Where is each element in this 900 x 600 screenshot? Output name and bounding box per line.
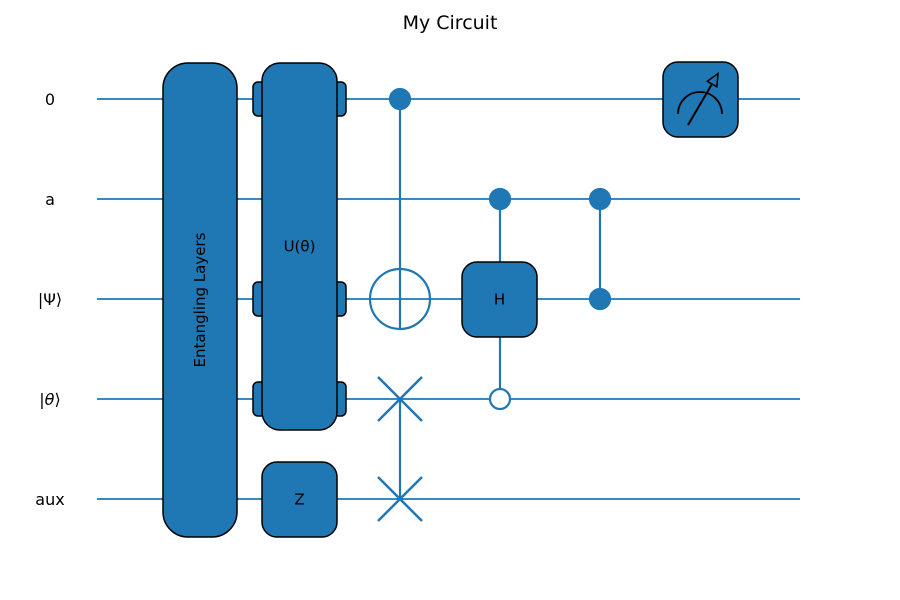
gate-label: Entangling Layers (191, 232, 209, 367)
wire-label-a: a (45, 190, 55, 209)
wire-label-psi: |Ψ⟩ (38, 290, 62, 309)
gate-cz (588, 187, 612, 311)
gate-label: Z (294, 491, 304, 509)
gate-controlled-h: H (461, 187, 538, 411)
control-dot (588, 287, 612, 311)
swap-cross (377, 476, 423, 522)
gate-label: U(θ) (284, 238, 316, 256)
wire-label-aux: aux (35, 490, 64, 509)
measure-body (662, 61, 739, 138)
swap-cross (377, 376, 423, 422)
gate-label: H (494, 291, 505, 309)
cnot-target-circle (368, 267, 432, 331)
gate-entangling-layers: Entangling Layers (162, 62, 238, 538)
gate-measurement (662, 61, 739, 138)
control-dot (488, 187, 512, 211)
gate-body (461, 261, 538, 338)
control-dot (588, 187, 612, 211)
wire-label-theta: |θ⟩ (39, 390, 60, 409)
wire-label-0: 0 (45, 90, 55, 109)
gate-body (261, 461, 338, 538)
gate-body (261, 62, 338, 431)
wires-layer: 0 a |Ψ⟩ |θ⟩ aux (35, 90, 800, 509)
measure-arrowhead-icon (705, 72, 719, 89)
gate-z-gate: Z (261, 461, 338, 538)
gate-cnot (368, 87, 432, 331)
measure-needle-icon (687, 83, 713, 126)
gate-body (162, 62, 238, 538)
figure-title: My Circuit (403, 12, 498, 34)
gate-swap (377, 376, 423, 522)
control-dot (388, 87, 412, 111)
measure-arc-icon (677, 91, 723, 115)
gates-layer: Entangling Layers U(θ) Z H (162, 61, 739, 538)
open-control-dot (488, 387, 512, 411)
gate-u-theta: U(θ) (252, 62, 347, 431)
